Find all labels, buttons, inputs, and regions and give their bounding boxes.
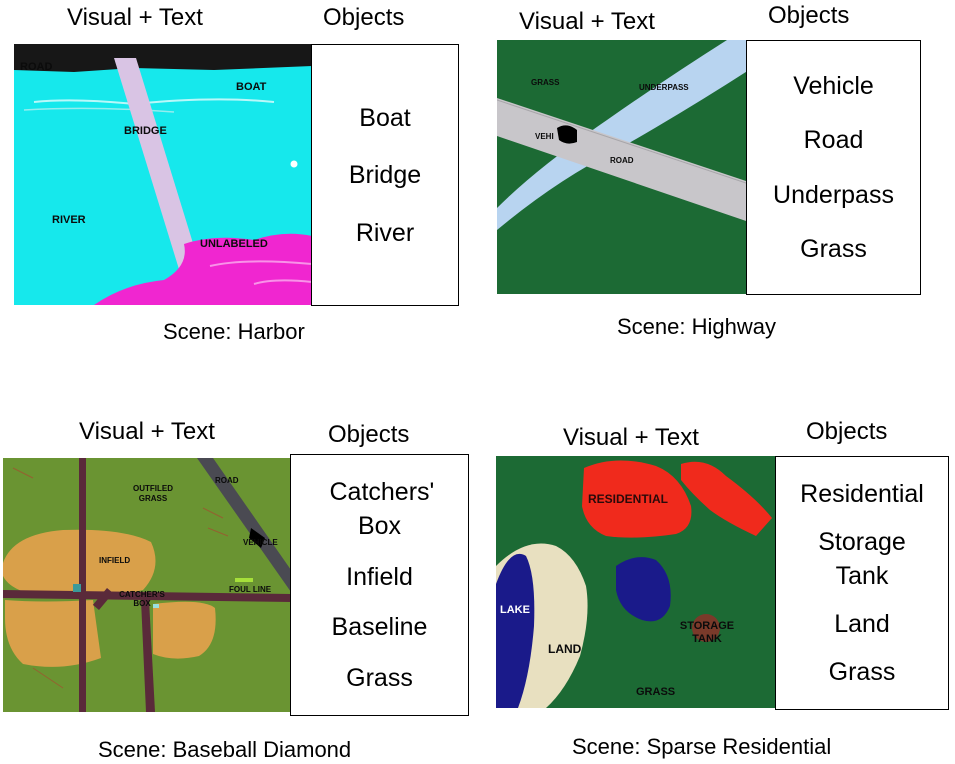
object-item: Residential (800, 480, 924, 508)
map-label-foul-line: FOUL LINE (229, 585, 272, 594)
highway-segmentation-image: GRASS UNDERPASS VEHI ROAD (497, 40, 749, 294)
objects-header: Objects (323, 4, 405, 31)
sparse-residential-segmentation-image: RESIDENTIAL LAKE LAND STORAGE TANK GRASS (496, 456, 776, 708)
map-label-underpass: UNDERPASS (639, 83, 689, 92)
objects-header: Objects (328, 421, 410, 448)
objects-header: Objects (806, 418, 888, 445)
baseball-objects-box: Catchers' Box Infield Baseline Grass (290, 454, 469, 716)
map-label-road: ROAD (20, 61, 53, 73)
scene-caption: Scene: Highway (617, 314, 776, 339)
map-label-unlabeled: UNLABELED (200, 238, 268, 250)
sparse-residential-objects-box: Residential Storage Tank Land Grass (775, 456, 949, 710)
map-label-lake: LAKE (500, 604, 530, 616)
object-item: Boat (359, 103, 411, 132)
object-item: Catchers' Box (329, 478, 435, 541)
objects-header: Objects (768, 2, 850, 29)
harbor-objects-box: Boat Bridge River (311, 44, 459, 306)
object-item: Underpass (773, 180, 894, 209)
object-item: Vehicle (793, 72, 874, 101)
map-label-catchers-box: CATCHER'S BOX (119, 590, 165, 608)
visual-text-header: Visual + Text (67, 4, 203, 31)
object-item: Grass (800, 234, 867, 263)
visual-text-header: Visual + Text (79, 418, 215, 445)
visual-text-header: Visual + Text (563, 424, 699, 451)
map-label-outfield-grass: OUTFILED GRASS (133, 484, 173, 503)
object-item: Storage Tank (818, 528, 906, 590)
map-label-vehicle: VEHICLE (243, 538, 278, 547)
object-item: Infield (346, 562, 413, 591)
object-item: Land (834, 610, 890, 638)
scene-caption: Scene: Sparse Residential (572, 734, 832, 759)
map-label-storage-tank: STORAGE TANK (679, 620, 735, 645)
object-item: Road (803, 126, 864, 155)
object-item: Grass (828, 658, 896, 686)
map-label-road: ROAD (610, 156, 634, 165)
map-label-river: RIVER (52, 214, 86, 226)
object-item: Bridge (348, 161, 422, 189)
map-label-residential: RESIDENTIAL (588, 492, 669, 506)
map-label-road: ROAD (215, 476, 239, 485)
map-label-vehicle: VEHI (535, 132, 554, 141)
visual-text-header: Visual + Text (519, 8, 655, 35)
baseball-segmentation-image: OUTFILED GRASS ROAD INFIELD VEHICLE FOUL… (3, 458, 291, 712)
object-item: Grass (346, 663, 413, 692)
map-label-boat: BOAT (236, 81, 267, 93)
harbor-segmentation-image: ROAD BOAT BRIDGE RIVER UNLABELED (14, 44, 312, 305)
map-label-bridge: BRIDGE (124, 125, 167, 137)
map-label-grass: GRASS (636, 686, 676, 698)
map-label-land: LAND (548, 642, 582, 656)
map-label-grass: GRASS (531, 78, 560, 87)
scene-caption: Scene: Harbor (163, 319, 305, 344)
object-item: Baseline (331, 613, 428, 642)
object-item: River (355, 218, 415, 247)
highway-objects-box: Vehicle Road Underpass Grass (746, 40, 921, 295)
map-label-infield: INFIELD (99, 556, 131, 565)
scene-caption: Scene: Baseball Diamond (98, 737, 352, 762)
